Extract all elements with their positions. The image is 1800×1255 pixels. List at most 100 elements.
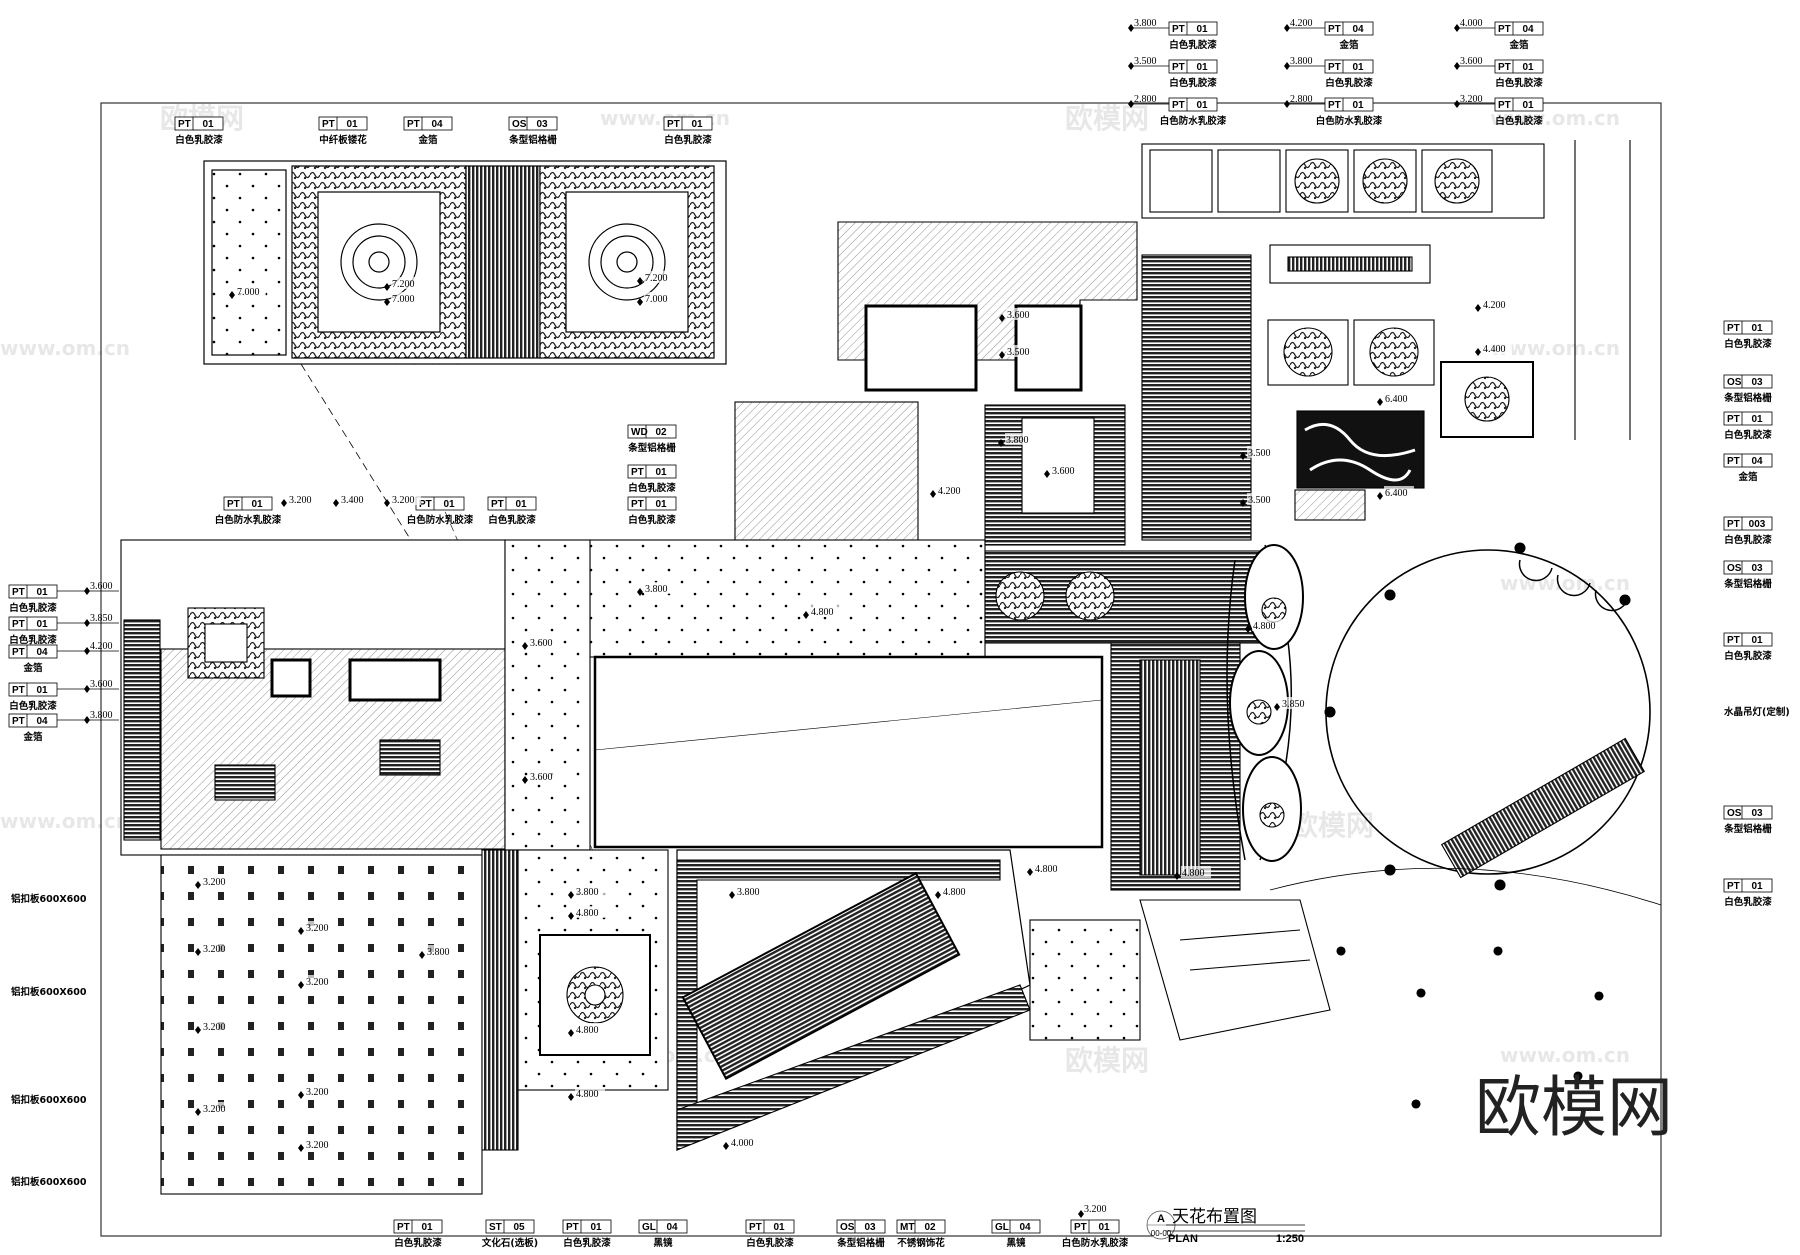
ceiling-level: 4.800 (935, 885, 972, 899)
level-marker-icon (522, 642, 528, 650)
level-value: 3.600 (1007, 310, 1030, 321)
tag-number: 01 (421, 1222, 433, 1233)
tag-code: PT (407, 119, 420, 130)
level-marker-icon (1284, 24, 1290, 32)
tag-description: 金箔 (22, 731, 43, 743)
tag-box (403, 116, 453, 131)
level-marker-icon (1174, 872, 1180, 880)
tag-code: PT (1498, 24, 1511, 35)
tag-level: 2.800 (1134, 94, 1157, 105)
tag-code: WD (631, 427, 648, 438)
tag-number: 04 (666, 1222, 678, 1233)
ceiling-level: 4.200 (930, 484, 967, 498)
tag-code: PT (667, 119, 680, 130)
tag-number: 003 (1749, 519, 1766, 530)
level-marker-icon (637, 277, 643, 285)
tag-number: 04 (36, 716, 48, 727)
level-value: 3.800 (576, 887, 599, 898)
ceiling-level: 3.800 (729, 885, 766, 899)
level-marker-icon (281, 499, 287, 507)
level-marker-icon (298, 1091, 304, 1099)
level-marker-icon (84, 619, 90, 627)
tag-number: 04 (1019, 1222, 1031, 1233)
level-value: 3.400 (341, 495, 364, 506)
ceiling-level: 3.200 (195, 1102, 232, 1116)
drawing-frame (100, 102, 1662, 1237)
tag-number: 01 (1352, 62, 1364, 73)
tag-description: 白色防水乳胶漆 (1316, 115, 1383, 127)
tag-box (223, 496, 273, 511)
ceiling-level: 3.600 (522, 636, 559, 650)
level-marker-icon (333, 499, 339, 507)
tag-box (1723, 374, 1773, 389)
level-marker-icon (568, 912, 574, 920)
level-value: 3.200 (203, 944, 226, 955)
level-marker-icon (84, 647, 90, 655)
level-marker-icon (999, 351, 1005, 359)
level-marker-icon (1377, 398, 1383, 406)
level-marker-icon (298, 927, 304, 935)
tag-code: GL (642, 1222, 656, 1233)
tag-box (1723, 632, 1773, 647)
level-value: 7.200 (392, 279, 415, 290)
tag-number: 01 (1098, 1222, 1110, 1233)
tag-description: 白色乳胶漆 (1169, 77, 1217, 89)
tag-code: OS (1727, 808, 1742, 819)
tag-level: 3.600 (1460, 56, 1483, 67)
tag-code: ST (489, 1222, 502, 1233)
tag-box (8, 713, 58, 728)
tag-code: GL (995, 1222, 1009, 1233)
ceiling-level: 4.800 (568, 1023, 605, 1037)
level-marker-icon (1475, 304, 1481, 312)
tag-box (1723, 320, 1773, 335)
level-value: 4.800 (1182, 868, 1205, 879)
ceiling-level: 3.200 (195, 942, 232, 956)
tag-code: PT (12, 716, 25, 727)
level-value: 7.000 (392, 294, 415, 305)
tag-description: 白色乳胶漆 (1724, 534, 1772, 546)
tag-code: PT (12, 647, 25, 658)
tag-number: 01 (1196, 62, 1208, 73)
watermark-url: www.om.cn (0, 336, 130, 360)
ceiling-level: 3.400 (333, 493, 370, 507)
tag-box (8, 616, 58, 631)
tag-code: PT (491, 499, 504, 510)
level-marker-icon (935, 891, 941, 899)
level-marker-icon (195, 948, 201, 956)
level-marker-icon (568, 891, 574, 899)
level-marker-icon (1284, 62, 1290, 70)
tag-description: 条型铝格栅 (1723, 392, 1772, 404)
ceiling-level: 7.000 (229, 285, 266, 299)
level-marker-icon (195, 1026, 201, 1034)
tag-level: 4.000 (1460, 18, 1483, 29)
ceiling-level: 3.200 (298, 1085, 335, 1099)
ceiling-level: 4.800 (1027, 862, 1064, 876)
level-value: 3.850 (1282, 699, 1305, 710)
tag-code: PT (1727, 635, 1740, 646)
plain-label: 铝扣板600X600 (11, 893, 87, 905)
tag-number: 04 (1751, 456, 1763, 467)
ceiling-level: 3.200 (384, 493, 421, 507)
level-marker-icon (84, 716, 90, 724)
tag-code: PT (1727, 456, 1740, 467)
plain-label: 铝扣板600X600 (11, 1176, 87, 1188)
tag-code: PT (178, 119, 191, 130)
tag-description: 白色乳胶漆 (1495, 77, 1543, 89)
level-marker-icon (1078, 1210, 1084, 1218)
level-marker-icon (1454, 62, 1460, 70)
tag-box (562, 1219, 612, 1234)
tag-code: PT (1328, 62, 1341, 73)
